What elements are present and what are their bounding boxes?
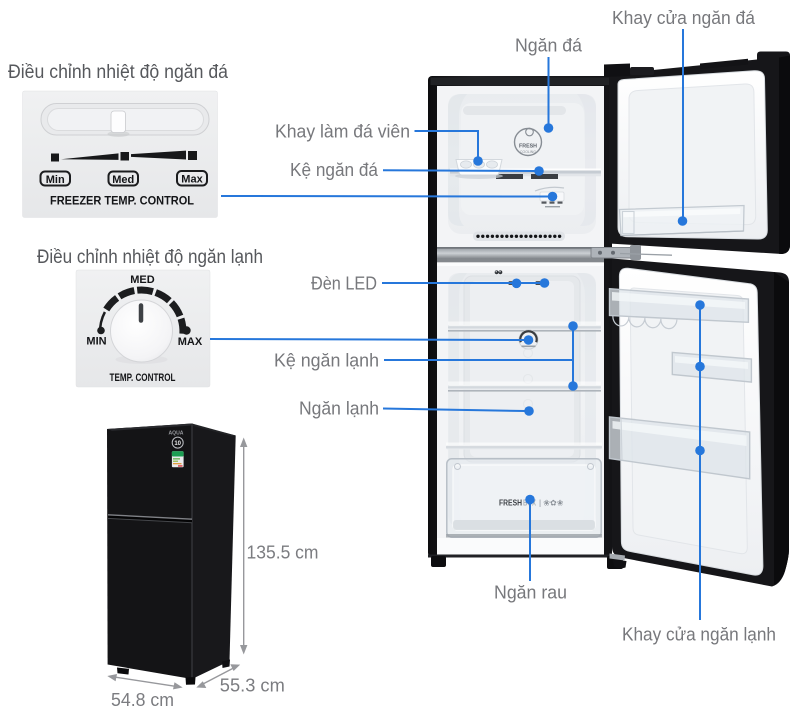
- svg-text:Ngăn rau: Ngăn rau: [494, 583, 567, 603]
- svg-text:54.8 cm: 54.8 cm: [111, 690, 174, 710]
- svg-text:Max: Max: [181, 174, 203, 186]
- svg-text:Điều chỉnh nhiệt độ ngăn đá: Điều chỉnh nhiệt độ ngăn đá: [8, 62, 228, 83]
- svg-text:Min: Min: [46, 174, 65, 186]
- svg-text:Khay cửa ngăn lạnh: Khay cửa ngăn lạnh: [622, 625, 776, 645]
- svg-text:FRESH: FRESH: [499, 499, 522, 508]
- svg-text:Med: Med: [112, 174, 134, 186]
- svg-text:Kệ ngăn đá: Kệ ngăn đá: [290, 160, 379, 180]
- svg-text:55.3 cm: 55.3 cm: [220, 676, 285, 696]
- svg-text:Ngăn lạnh: Ngăn lạnh: [299, 399, 379, 419]
- svg-text:10: 10: [174, 441, 181, 447]
- svg-text:Đèn LED: Đèn LED: [311, 274, 377, 294]
- svg-text:MAX: MAX: [178, 336, 203, 348]
- svg-text:TEMP. CONTROL: TEMP. CONTROL: [110, 372, 176, 384]
- svg-text:FREEZER TEMP. CONTROL: FREEZER TEMP. CONTROL: [50, 196, 194, 208]
- svg-text:FRESH: FRESH: [519, 144, 537, 150]
- svg-text:Kệ ngăn lạnh: Kệ ngăn lạnh: [274, 351, 379, 371]
- svg-text:Điều chỉnh nhiệt độ ngăn lạnh: Điều chỉnh nhiệt độ ngăn lạnh: [37, 247, 263, 268]
- svg-text:135.5 cm: 135.5 cm: [247, 543, 319, 563]
- svg-text:| ❀✿❀: | ❀✿❀: [539, 499, 564, 508]
- svg-text:MED: MED: [130, 274, 155, 286]
- svg-text:Khay làm đá viên: Khay làm đá viên: [275, 122, 410, 142]
- svg-text:AQUA: AQUA: [169, 431, 184, 437]
- svg-text:COOLING: COOLING: [520, 150, 536, 154]
- svg-text:Khay cửa ngăn đá: Khay cửa ngăn đá: [612, 8, 756, 28]
- svg-text:Ngăn đá: Ngăn đá: [515, 36, 583, 56]
- svg-text:MIN: MIN: [86, 336, 106, 348]
